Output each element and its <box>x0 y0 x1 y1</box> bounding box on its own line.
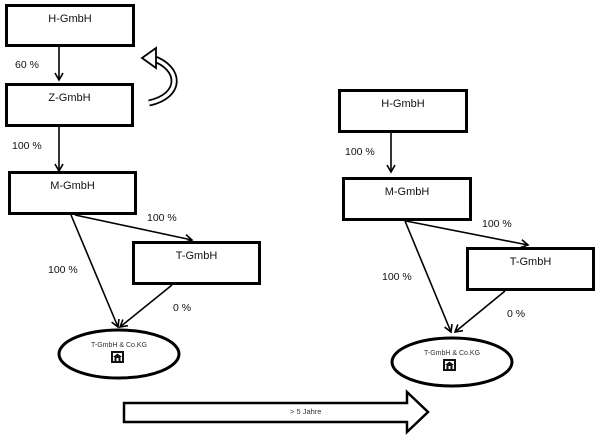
node-z-gmbh-left: Z-GmbH <box>5 83 134 127</box>
node-label: M-GmbH <box>384 186 430 198</box>
edge-label-t-kg-right: 0 % <box>507 308 526 320</box>
transition-label: > 5 Jahre <box>290 407 322 416</box>
node-t-gmbh-left: T-GmbH <box>132 241 261 285</box>
node-label: Z-GmbH <box>48 92 91 104</box>
house-icon <box>111 351 124 363</box>
node-m-gmbh-right: M-GmbH <box>342 177 472 221</box>
edge-m-t-right <box>405 220 530 249</box>
edge-label-m-t-left: 100 % <box>147 212 177 224</box>
edge-label-z-m-left: 100 % <box>12 140 42 152</box>
edge-m-kg-left <box>70 214 120 329</box>
edge-label-m-kg-right: 100 % <box>382 271 412 283</box>
edge-label-h-z-left: 60 % <box>15 59 39 71</box>
node-t-gmbh-right: T-GmbH <box>466 247 595 291</box>
node-kg-right-label: T-GmbH & Co.KG <box>424 350 481 357</box>
node-m-gmbh-left: M-GmbH <box>8 171 137 215</box>
node-h-gmbh-right: H-GmbH <box>338 89 468 133</box>
edge-t-kg-right <box>453 290 506 334</box>
edge-label-m-kg-left: 100 % <box>48 264 78 276</box>
node-label: T-GmbH <box>509 256 552 268</box>
edge-label-t-kg-left: 0 % <box>173 302 192 314</box>
node-label: T-GmbH <box>175 250 218 262</box>
house-icon <box>443 359 456 371</box>
node-label: H-GmbH <box>381 98 425 110</box>
curved-arrow-icon <box>140 46 178 107</box>
edge-t-kg-left <box>118 284 173 329</box>
node-label: H-GmbH <box>48 13 92 25</box>
node-h-gmbh-left: H-GmbH <box>5 4 135 47</box>
edge-m-kg-right <box>404 220 453 334</box>
edge-label-h-m-right: 100 % <box>345 146 375 158</box>
edge-label-m-t-right: 100 % <box>482 218 512 230</box>
edge-m-t-left <box>74 214 194 244</box>
node-label: M-GmbH <box>50 180 95 192</box>
transition-arrow <box>122 389 430 435</box>
node-kg-left-label: T-GmbH & Co.KG <box>91 342 148 349</box>
